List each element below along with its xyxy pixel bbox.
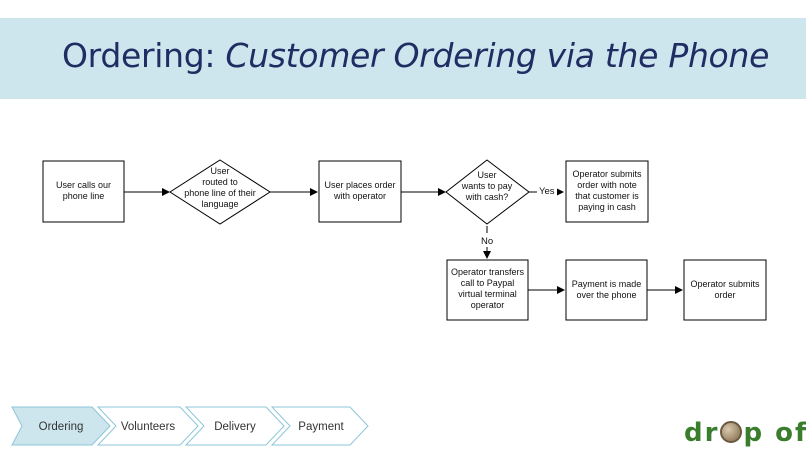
node-submit-order: Operator submits order: [683, 259, 767, 321]
step-ordering[interactable]: Ordering: [11, 406, 111, 446]
node-submit-order-line: order: [714, 290, 735, 300]
node-transfer: Operator transfers call to Paypal virtua…: [446, 259, 529, 321]
step-volunteers-label: Volunteers: [121, 421, 176, 433]
node-submit-note-line: Operator submits: [572, 169, 642, 179]
step-ordering-label: Ordering: [39, 421, 84, 433]
node-pay-cash-decision: User wants to pay with cash?: [445, 159, 530, 225]
node-pay-cash-line: with cash?: [465, 192, 509, 202]
logo-text-start: dr: [684, 418, 720, 448]
node-transfer-line: call to Paypal: [461, 278, 515, 288]
node-places-order-line: with operator: [333, 191, 386, 201]
node-payment-made: Payment is made over the phone: [565, 259, 648, 321]
node-routed-decision: User routed to phone line of their langu…: [169, 159, 271, 225]
page-title: Ordering: Customer Ordering via the Phon…: [62, 36, 769, 75]
node-payment-made-line: over the phone: [576, 290, 636, 300]
globe-icon: [720, 421, 743, 443]
node-pay-cash-line: User: [477, 170, 496, 180]
node-routed-line: routed to: [202, 177, 238, 187]
step-delivery[interactable]: Delivery: [184, 406, 285, 446]
node-routed-line: language: [201, 199, 238, 209]
node-user-calls-line: User calls our: [56, 180, 111, 190]
yes-label-bg: [537, 183, 557, 197]
logo-text-end: p off: [743, 418, 806, 448]
node-transfer-line: Operator transfers: [451, 267, 525, 277]
edge-label-no: No: [481, 236, 493, 247]
node-places-order-line: User places order: [324, 180, 395, 190]
node-payment-made-line: Payment is made: [572, 279, 642, 289]
node-user-calls-line: phone line: [63, 191, 105, 201]
node-submit-note-line: paying in cash: [578, 202, 636, 212]
node-places-order: User places order with operator: [318, 160, 402, 223]
title-prefix: Ordering:: [62, 36, 226, 75]
node-user-calls: User calls our phone line: [42, 160, 125, 223]
node-transfer-line: virtual terminal: [458, 289, 517, 299]
step-delivery-label: Delivery: [214, 421, 256, 433]
title-italic: Customer Ordering via the Phone: [225, 36, 770, 75]
node-submit-note-line: order with note: [577, 180, 637, 190]
node-transfer-line: operator: [471, 300, 505, 310]
no-label-bg: [479, 233, 497, 247]
title-banner: [0, 18, 806, 99]
step-payment[interactable]: Payment: [270, 406, 369, 446]
node-pay-cash-line: wants to pay: [461, 181, 513, 191]
dropoff-logo: dr p off: [684, 418, 806, 448]
step-payment-label: Payment: [298, 421, 344, 433]
node-routed-line: phone line of their: [184, 188, 256, 198]
node-routed-line: User: [210, 166, 229, 176]
node-submit-note: Operator submits order with note that cu…: [565, 160, 649, 223]
step-volunteers[interactable]: Volunteers: [96, 406, 199, 446]
node-submit-order-line: Operator submits: [690, 279, 760, 289]
node-submit-note-line: that customer is: [575, 191, 639, 201]
edge-label-yes: Yes: [539, 186, 555, 197]
